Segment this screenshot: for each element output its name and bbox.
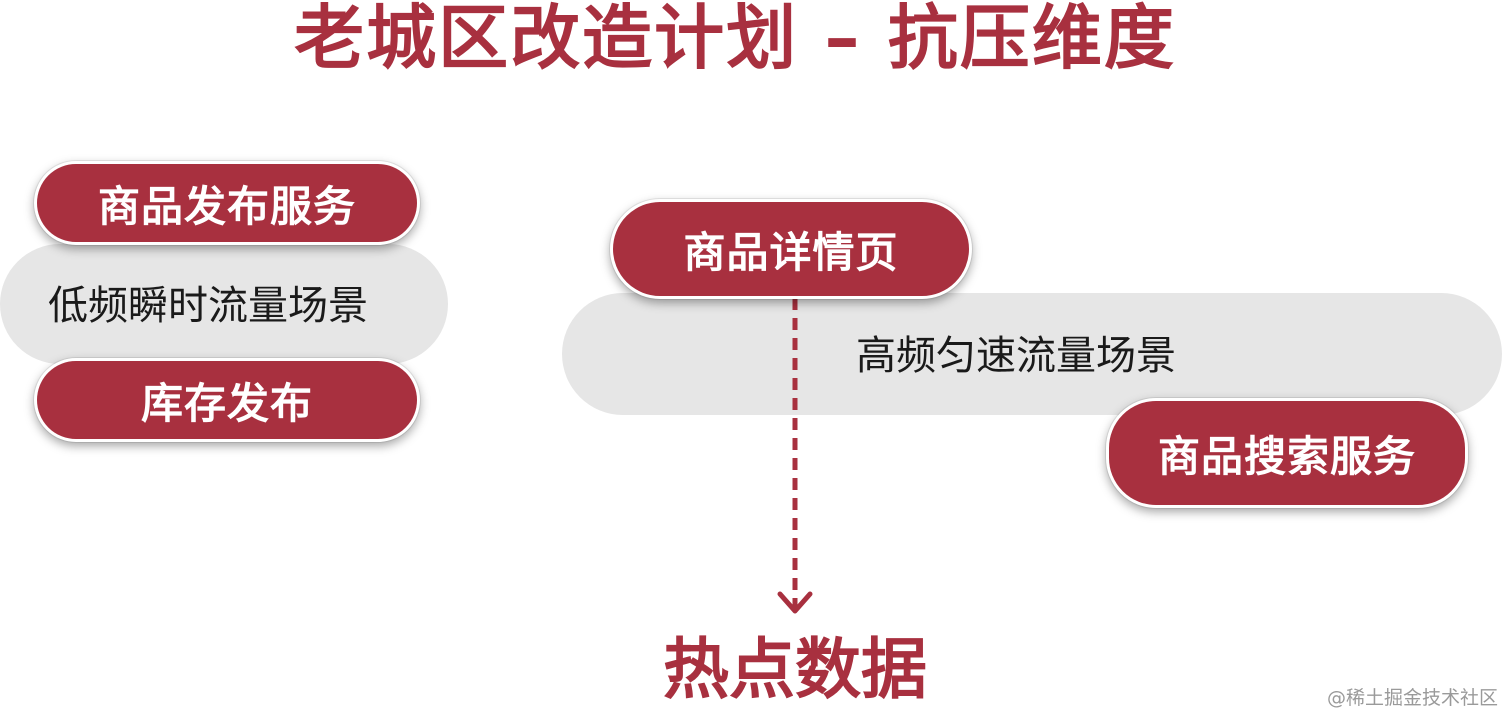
high-frequency-band <box>562 293 1502 415</box>
page-title: 老城区改造计划 – 抗压维度 <box>294 0 1176 79</box>
product-publish-service-pill: 商品发布服务 <box>34 161 420 245</box>
dashed-arrow <box>777 298 813 614</box>
watermark: @稀土掘金技术社区 <box>1326 687 1498 709</box>
low-frequency-label: 低频瞬时流量场景 <box>48 283 368 329</box>
inventory-publish-pill: 库存发布 <box>34 358 420 442</box>
hot-data-label: 热点数据 <box>663 631 927 708</box>
low-frequency-band <box>0 244 448 364</box>
high-frequency-label: 高频匀速流量场景 <box>856 333 1176 379</box>
product-detail-page-pill: 商品详情页 <box>610 199 972 299</box>
product-search-service-pill: 商品搜索服务 <box>1106 398 1468 508</box>
